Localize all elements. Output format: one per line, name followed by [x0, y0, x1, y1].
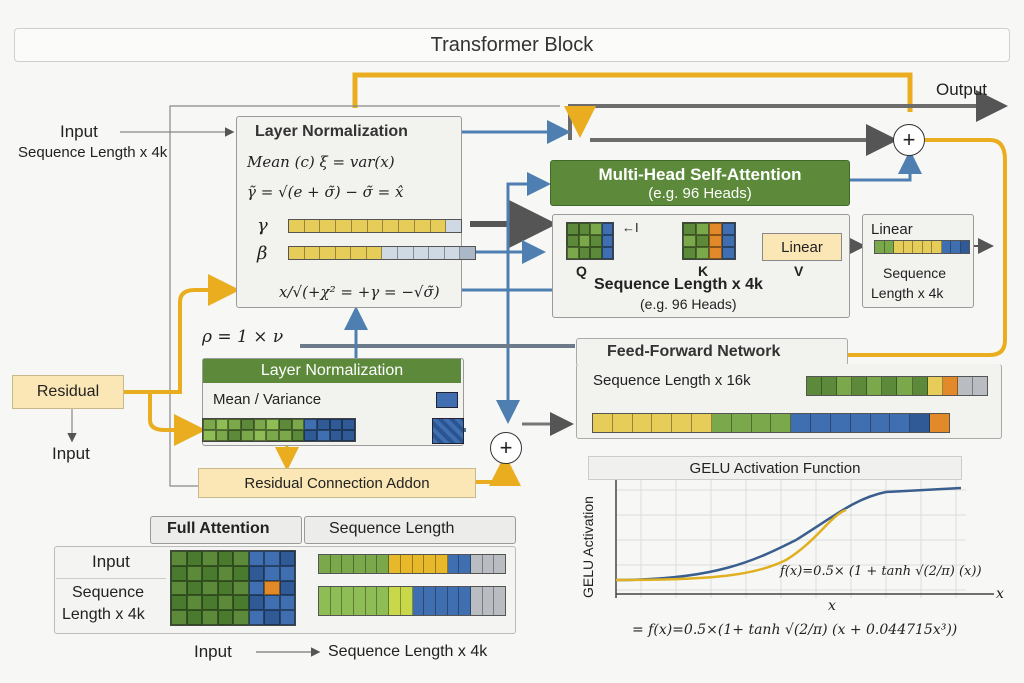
seq-length-header: Sequence Length: [304, 516, 516, 544]
gamma-bar: [288, 219, 462, 233]
ffn-bar-bottom: [592, 413, 950, 433]
add-node-top: +: [893, 124, 925, 156]
fa-seq1: Sequence: [72, 584, 145, 601]
output-label: Output: [936, 80, 988, 99]
gelu-formula-main: = f(x)=0.5×(1+ tanh √(2/π) (x + 0.044715…: [632, 622, 958, 638]
q-label: Q: [576, 263, 587, 279]
gelu-curve-exact: [615, 508, 847, 582]
ln-beta: β: [257, 243, 268, 264]
linear-inline: Linear: [762, 233, 842, 261]
add-node-bottom: +: [490, 432, 522, 464]
mhsa-subtitle: (e.g. 96 Heads): [648, 184, 752, 202]
v-label: V: [794, 263, 804, 279]
gelu-xlabel: x: [828, 598, 836, 614]
ffn-header: Feed-Forward Network: [576, 338, 848, 366]
seq-bar-1: [318, 554, 506, 574]
linear-output-bar: [874, 240, 970, 254]
k-label: K: [698, 263, 709, 279]
gelu-curve-approx: [615, 486, 962, 582]
seq-length-title: Sequence Length: [329, 520, 455, 537]
ln-eq3: x/√(+χ² = +γ = −√σ̃): [279, 283, 440, 301]
beta-bar: [288, 246, 476, 260]
variance-swatch: [436, 392, 458, 408]
input-top-label: Input: [60, 122, 98, 141]
bottom-seq-label: Sequence Length x 4k: [328, 643, 488, 660]
page-title: Transformer Block: [14, 28, 1010, 62]
bottom-input-label: Input: [194, 642, 232, 661]
linear-box-seq: Sequence: [883, 265, 947, 281]
mhsa-title: Multi-Head Self-Attention: [598, 164, 802, 184]
ln-bottom-hatched: [432, 418, 464, 444]
layer-norm-top-title: Layer Normalization: [255, 123, 408, 140]
layer-norm-top: Layer Normalization Mean (c) ξ = var(x) …: [236, 116, 462, 308]
residual-input-label: Input: [52, 444, 90, 463]
fa-divider: [56, 578, 166, 579]
small-formula: ρ = 1 × ν: [202, 327, 284, 347]
input-top-sublabel: Sequence Length x 4k: [18, 144, 168, 161]
ln-bottom-matrix: [202, 418, 356, 442]
mhsa-block: Multi-Head Self-Attention (e.g. 96 Heads…: [550, 160, 850, 206]
ffn-title: Feed-Forward Network: [607, 343, 781, 360]
ffn-bar-top: [806, 376, 988, 396]
attention-seq: Sequence Length x 4k: [594, 276, 763, 293]
seq-bar-2: [318, 586, 506, 616]
gelu-plot: [615, 480, 994, 598]
residual-box: Residual: [12, 375, 124, 409]
q-matrix: [566, 222, 614, 260]
residual-connection-addon: Residual Connection Addon: [198, 468, 476, 498]
title-text: Transformer Block: [430, 33, 594, 56]
gelu-ylabel: GELU Activation: [580, 496, 596, 598]
linear-box-title: Linear: [871, 221, 913, 238]
full-attention-title: Full Attention: [167, 520, 270, 537]
k-matrix: [682, 222, 736, 260]
layer-norm-bottom-text: Mean / Variance: [213, 391, 322, 408]
gelu-xaxis: x: [996, 586, 1004, 602]
gelu-title: GELU Activation Function: [588, 456, 962, 480]
gelu-formula-inline: f(x)=0.5× (1 + tanh √(2/π) (x)): [780, 564, 982, 579]
ln-eq1: Mean (c) ξ = var(x): [247, 153, 395, 171]
k-arrow-hint: ←I: [622, 220, 639, 235]
ln-eq2: γ̃ = √(e + σ̃) − σ̃ = x̂: [247, 183, 404, 201]
ffn-seq: Sequence Length x 16k: [593, 372, 751, 389]
linear-box-len: Length x 4k: [871, 285, 944, 301]
fa-input-label: Input: [92, 552, 130, 571]
attention-heads: (e.g. 96 Heads): [640, 296, 737, 312]
full-attention-header: Full Attention: [150, 516, 302, 544]
attention-matrix: [170, 550, 296, 626]
fa-seq2: Length x 4k: [62, 606, 145, 623]
linear-box: Linear Sequence Length x 4k: [862, 214, 974, 308]
ln-gamma: γ: [257, 215, 268, 236]
layer-norm-bottom-title: Layer Normalization: [203, 359, 461, 383]
